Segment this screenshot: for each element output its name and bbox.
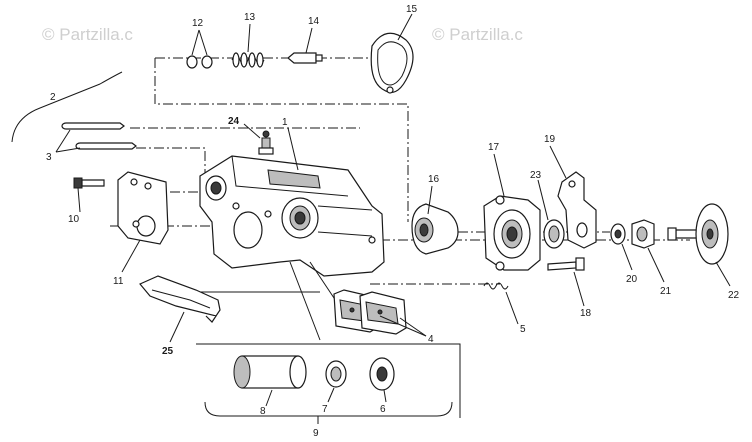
callout-13: 13 <box>244 12 256 23</box>
callout-3: 3 <box>46 152 52 163</box>
assembly-guide-lines <box>110 57 690 418</box>
bracket-9 <box>204 401 453 417</box>
callout-9: 9 <box>313 428 319 439</box>
part-10-bolt <box>73 177 105 213</box>
part-14-pin <box>287 27 323 64</box>
callout-25: 25 <box>162 346 174 357</box>
part-12-orings <box>186 29 213 69</box>
part-7-seal <box>325 360 347 403</box>
part-17-housing <box>483 153 541 271</box>
callout-15: 15 <box>406 4 418 15</box>
part-8-piston <box>233 355 307 407</box>
callout-12: 12 <box>192 18 204 29</box>
part-4-brake-pads <box>333 289 427 337</box>
callout-16: 16 <box>428 174 440 185</box>
callout-14: 14 <box>308 16 320 27</box>
part-20-washer <box>610 223 633 271</box>
callout-20: 20 <box>626 274 638 285</box>
part-13-spring <box>231 23 265 68</box>
callout-24: 24 <box>228 116 240 127</box>
callout-17: 17 <box>488 142 500 153</box>
part-21-nut <box>631 219 665 283</box>
watermark-secondary: © Partzilla.c <box>432 25 523 44</box>
part-23-washer <box>537 179 565 249</box>
callout-8: 8 <box>260 406 266 417</box>
part-16-boot <box>411 185 459 255</box>
callout-7: 7 <box>322 404 328 415</box>
part-11-bracket <box>117 171 169 273</box>
callout-11: 11 <box>113 276 124 287</box>
part-1-caliper-body <box>199 127 385 341</box>
part-24-bleeder <box>243 123 274 155</box>
callout-5: 5 <box>520 324 526 335</box>
part-5-spring <box>483 282 519 325</box>
callout-10: 10 <box>68 214 80 225</box>
part-25-clip <box>139 275 221 343</box>
callout-19: 19 <box>544 134 556 145</box>
callout-22: 22 <box>728 290 740 301</box>
callout-labels: 1 2 3 4 5 6 7 8 9 10 11 12 13 14 15 16 1… <box>46 4 740 439</box>
callout-6: 6 <box>380 404 386 415</box>
callout-21: 21 <box>660 286 672 297</box>
callout-18: 18 <box>580 308 592 319</box>
part-19-lever <box>549 145 597 249</box>
callout-4: 4 <box>428 334 434 345</box>
part-22-knob <box>667 203 731 287</box>
callout-23: 23 <box>530 170 542 181</box>
part-18-bolt <box>547 257 585 307</box>
callout-1: 1 <box>282 117 288 128</box>
callout-2: 2 <box>50 92 56 103</box>
watermark-primary: © Partzilla.c <box>42 25 133 44</box>
part-15-gasket <box>370 13 414 94</box>
part-6-seal <box>369 357 395 403</box>
bracket-2 <box>11 71 123 143</box>
part-3-pins <box>55 122 137 153</box>
